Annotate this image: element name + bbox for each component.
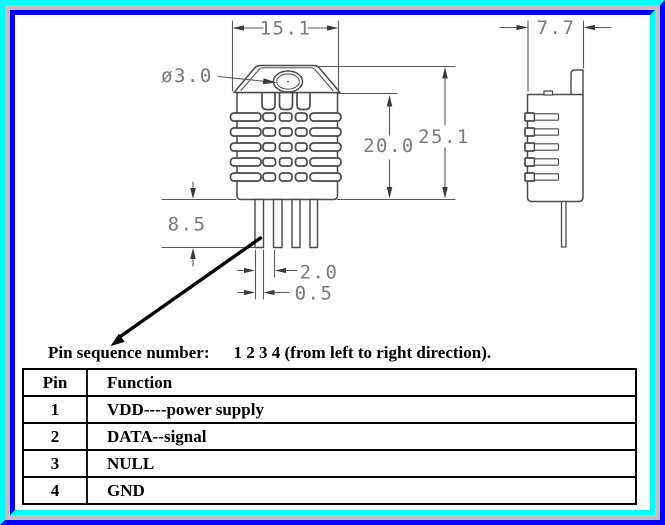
header-pin: Pin [24,370,88,395]
pointer-arrow [110,236,263,346]
table-row: 4 GND [24,476,635,503]
sensor-pins [254,198,319,249]
dim-depth-label: 7.7 [537,17,576,39]
table-row: 3 NULL [24,449,635,476]
pin-function: DATA--signal [107,426,207,446]
mid-frame: 15.1 7.7 ø3.0 [5,5,660,520]
mounting-hole [272,70,304,93]
pin-sequence-caption: Pin sequence number: 1 2 3 4 (from left t… [48,343,491,363]
pin-function: NULL [107,453,155,473]
top-vent-slots [261,92,311,111]
vent-grid [229,112,342,182]
pin-number: 1 [24,397,88,422]
dim-hole-label: ø3.0 [161,65,213,87]
pin-sequence-value: 1 2 3 4 (from left to right direction). [233,343,492,362]
inner-frame: 15.1 7.7 ø3.0 [10,10,655,515]
table-row: 1 VDD----power supply [24,395,635,422]
side-pin [560,200,567,248]
pin-number: 3 [24,451,88,476]
dim-pin-width: 0.5 [236,249,334,305]
dim-pin-width-label: 0.5 [295,283,334,305]
dimension-drawing: 15.1 7.7 ø3.0 [110,17,612,346]
side-top-bump [543,90,554,96]
dim-body-height-label: 20.0 [363,135,415,157]
sensor-cap-inner-line [240,67,334,91]
dim-width: 15.1 [231,18,340,92]
dim-pin-length: 8.5 [161,181,255,267]
pin-function: VDD----power supply [107,399,264,419]
pin-sequence-label: Pin sequence number: [48,343,210,362]
dim-pin-length-label: 8.5 [168,214,207,236]
side-vent-slots [524,112,560,182]
page-content: 15.1 7.7 ø3.0 [15,15,650,510]
table-row: 2 DATA--signal [24,422,635,449]
dim-body-height: 20.0 [337,92,415,199]
pin-function: GND [107,480,145,500]
side-view [524,69,584,248]
pin-function-table: Pin Function 1 VDD----power supply 2 DAT… [22,368,637,505]
header-function: Function [107,372,173,392]
dim-pin-pitch: 2.0 [236,249,339,300]
dim-depth: 7.7 [499,17,612,92]
dim-total-height: 25.1 [316,65,470,201]
front-view [229,64,342,249]
dim-width-label: 15.1 [260,18,312,40]
table-header-row: Pin Function [24,370,635,395]
pin-number: 2 [24,424,88,449]
pin-number: 4 [24,478,88,503]
dim-hole-diameter: ø3.0 [161,65,277,87]
side-top-tab [570,69,584,96]
dim-pin-pitch-label: 2.0 [300,262,339,284]
dim-total-height-label: 25.1 [418,126,470,148]
